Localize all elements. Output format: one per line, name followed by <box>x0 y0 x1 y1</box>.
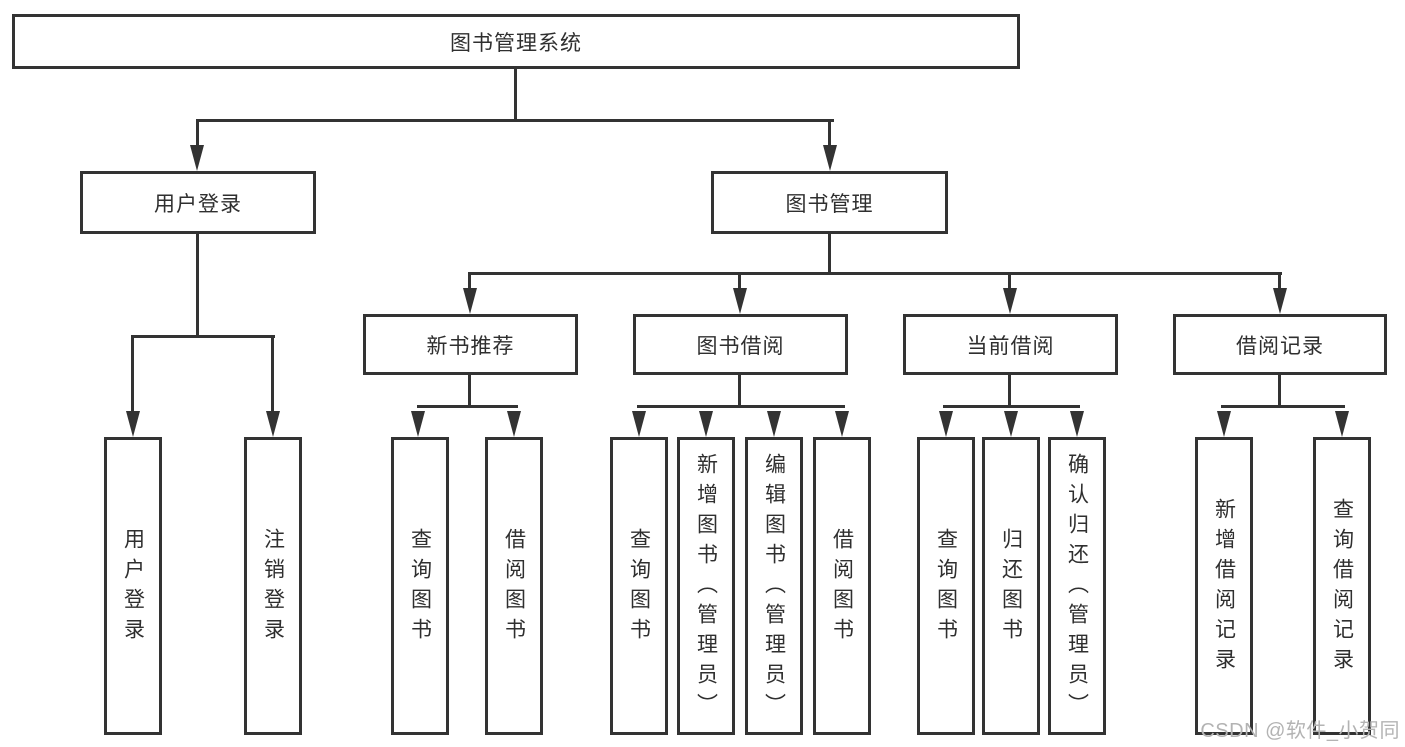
connector-hline <box>637 405 845 408</box>
connector-hline <box>1221 405 1345 408</box>
leaf-add-borrow-record: 新增借阅记录 <box>1195 437 1253 735</box>
node-user-login: 用户登录 <box>80 171 316 234</box>
arrowhead-down <box>1217 411 1231 437</box>
connector-vline <box>468 272 471 290</box>
connector-hline <box>468 272 1282 275</box>
connector-hline <box>131 335 275 338</box>
leaf-logout: 注销登录 <box>244 437 302 735</box>
leaf-borrow-books-recommend: 借阅图书 <box>485 437 543 735</box>
arrowhead-down <box>767 411 781 437</box>
arrowhead-down <box>463 288 477 314</box>
connector-vline <box>828 233 831 275</box>
connector-vline <box>196 233 199 338</box>
arrowhead-down <box>733 288 747 314</box>
connector-vline <box>468 374 471 408</box>
arrowhead-down <box>939 411 953 437</box>
connector-vline <box>738 374 741 408</box>
connector-vline <box>828 119 831 147</box>
arrowhead-down <box>411 411 425 437</box>
connector-vline <box>196 119 199 147</box>
leaf-return-book: 归还图书 <box>982 437 1040 735</box>
leaf-borrow-books: 借阅图书 <box>813 437 871 735</box>
arrowhead-down <box>1335 411 1349 437</box>
connector-vline <box>1278 374 1281 408</box>
arrowhead-down <box>632 411 646 437</box>
connector-vline <box>1008 272 1011 290</box>
arrowhead-down <box>126 411 140 437</box>
arrowhead-down <box>190 145 204 171</box>
arrowhead-down <box>1273 288 1287 314</box>
connector-hline <box>196 119 834 122</box>
node-borrow-records: 借阅记录 <box>1173 314 1387 375</box>
connector-vline <box>514 69 517 122</box>
node-book-borrow: 图书借阅 <box>633 314 848 375</box>
leaf-confirm-return-admin: 确认归还（管理员） <box>1048 437 1106 735</box>
arrowhead-down <box>507 411 521 437</box>
arrowhead-down <box>1003 288 1017 314</box>
connector-vline <box>1278 272 1281 290</box>
leaf-add-book-admin: 新增图书（管理员） <box>677 437 735 735</box>
leaf-query-borrow-record: 查询借阅记录 <box>1313 437 1371 735</box>
connector-vline <box>131 335 134 413</box>
node-current-borrow: 当前借阅 <box>903 314 1118 375</box>
leaf-query-books-current: 查询图书 <box>917 437 975 735</box>
connector-vline <box>1008 374 1011 408</box>
arrowhead-down <box>1070 411 1084 437</box>
leaf-query-books-recommend: 查询图书 <box>391 437 449 735</box>
leaf-edit-book-admin: 编辑图书（管理员） <box>745 437 803 735</box>
csdn-watermark: CSDN @软件_小贺同学 <box>1200 720 1400 742</box>
connector-vline <box>738 272 741 290</box>
arrowhead-down <box>823 145 837 171</box>
arrowhead-down <box>1004 411 1018 437</box>
connector-hline <box>417 405 518 408</box>
connector-vline <box>271 335 274 413</box>
arrowhead-down <box>835 411 849 437</box>
leaf-user-login: 用户登录 <box>104 437 162 735</box>
leaf-query-books-borrow: 查询图书 <box>610 437 668 735</box>
node-new-book-recommend: 新书推荐 <box>363 314 578 375</box>
node-root: 图书管理系统 <box>12 14 1020 69</box>
node-book-management: 图书管理 <box>711 171 948 234</box>
arrowhead-down <box>266 411 280 437</box>
connector-hline <box>943 405 1080 408</box>
arrowhead-down <box>699 411 713 437</box>
